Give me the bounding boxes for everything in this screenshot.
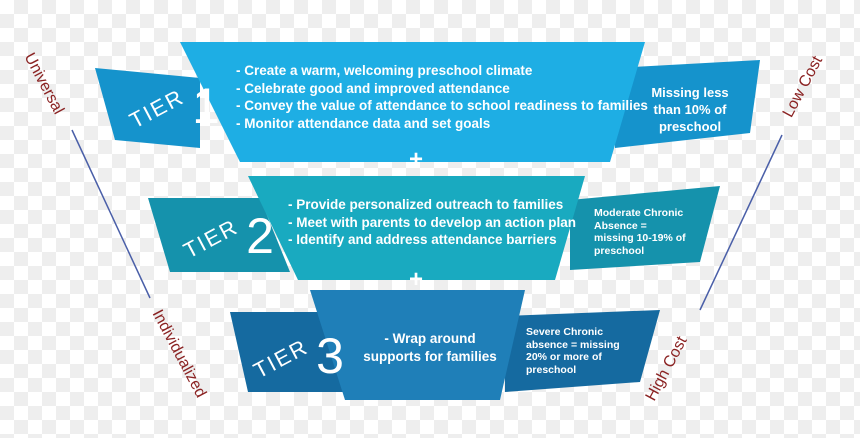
tier-3-side-note: Severe Chronic absence = missing 20% or … [526,326,620,376]
tier-1-side-line: Missing less [651,85,729,100]
tier-1-bullet: - Convey the value of attendance to scho… [236,98,648,113]
tier-3-right-flap [505,310,660,392]
tier-2-bullet: - Meet with parents to develop an action… [288,214,577,230]
tier-1-side-note: Missing less than 10% of preschool [640,84,740,135]
tier-3-word: TIER [249,333,313,384]
tier-2-number: 2 [246,208,274,264]
tier-3-bullet-list: - Wrap around supports for families [355,330,505,365]
tier-2-side-line: preschool [594,244,645,257]
tier-2-funnel-band [248,176,585,280]
tier-1-left-flap [95,68,200,148]
tier-1-label: TIER 1 [125,78,220,134]
plus-sign-2: + [409,266,424,293]
tier-3-label: TIER 3 [249,328,344,384]
tier-2-side-line: Absence = [594,219,647,232]
tier-1-right-flap [615,60,760,148]
tier-1-bullet-list: - Create a warm, welcoming preschool cli… [236,62,648,132]
right-axis-line [699,134,783,311]
tier-2-bullet-list: - Provide personalized outreach to famil… [288,196,576,249]
tier-1-funnel-band [180,42,645,162]
tier-2-bullet: - Identify and address attendance barrie… [288,232,557,247]
tier-2-side-note: Moderate Chronic Absence = missing 10-19… [594,207,686,257]
plus-sign-1: + [409,146,424,173]
left-axis-line [71,129,151,299]
tier-3-bullet: supports for families [363,348,497,364]
tier-1-side-line: preschool [658,119,722,134]
tier-2-side-line: missing 10-19% of [594,232,686,244]
tier-1-number: 1 [192,78,220,134]
tier-2-label: TIER 2 [179,208,274,264]
tier-3-bullet: - Wrap around [384,331,476,346]
tier-3-side-line: Severe Chronic [526,326,604,338]
tier-2-word: TIER [179,213,243,264]
tier-3-side-line: 20% or more of [526,351,602,363]
tier-3-left-flap [230,312,345,392]
tier-3-side-line: absence = missing [526,338,620,351]
tier-3-number: 3 [316,328,344,384]
tier-2-right-flap [570,186,720,270]
tier-3-side-line: preschool [526,363,577,376]
tier-1-bullet: - Create a warm, welcoming preschool cli… [236,63,533,78]
tier-2-side-line: Moderate Chronic [594,207,684,219]
tier-1-bullet: - Monitor attendance data and set goals [236,115,491,131]
tier-3-funnel-band [310,290,525,400]
tier-1-word: TIER [125,83,189,134]
tier-2-bullet: - Provide personalized outreach to famil… [288,197,564,212]
tier-2-left-flap [148,198,290,272]
tier-1-side-line: than 10% of [653,102,727,117]
tier-1-bullet: - Celebrate good and improved attendance [236,80,510,96]
